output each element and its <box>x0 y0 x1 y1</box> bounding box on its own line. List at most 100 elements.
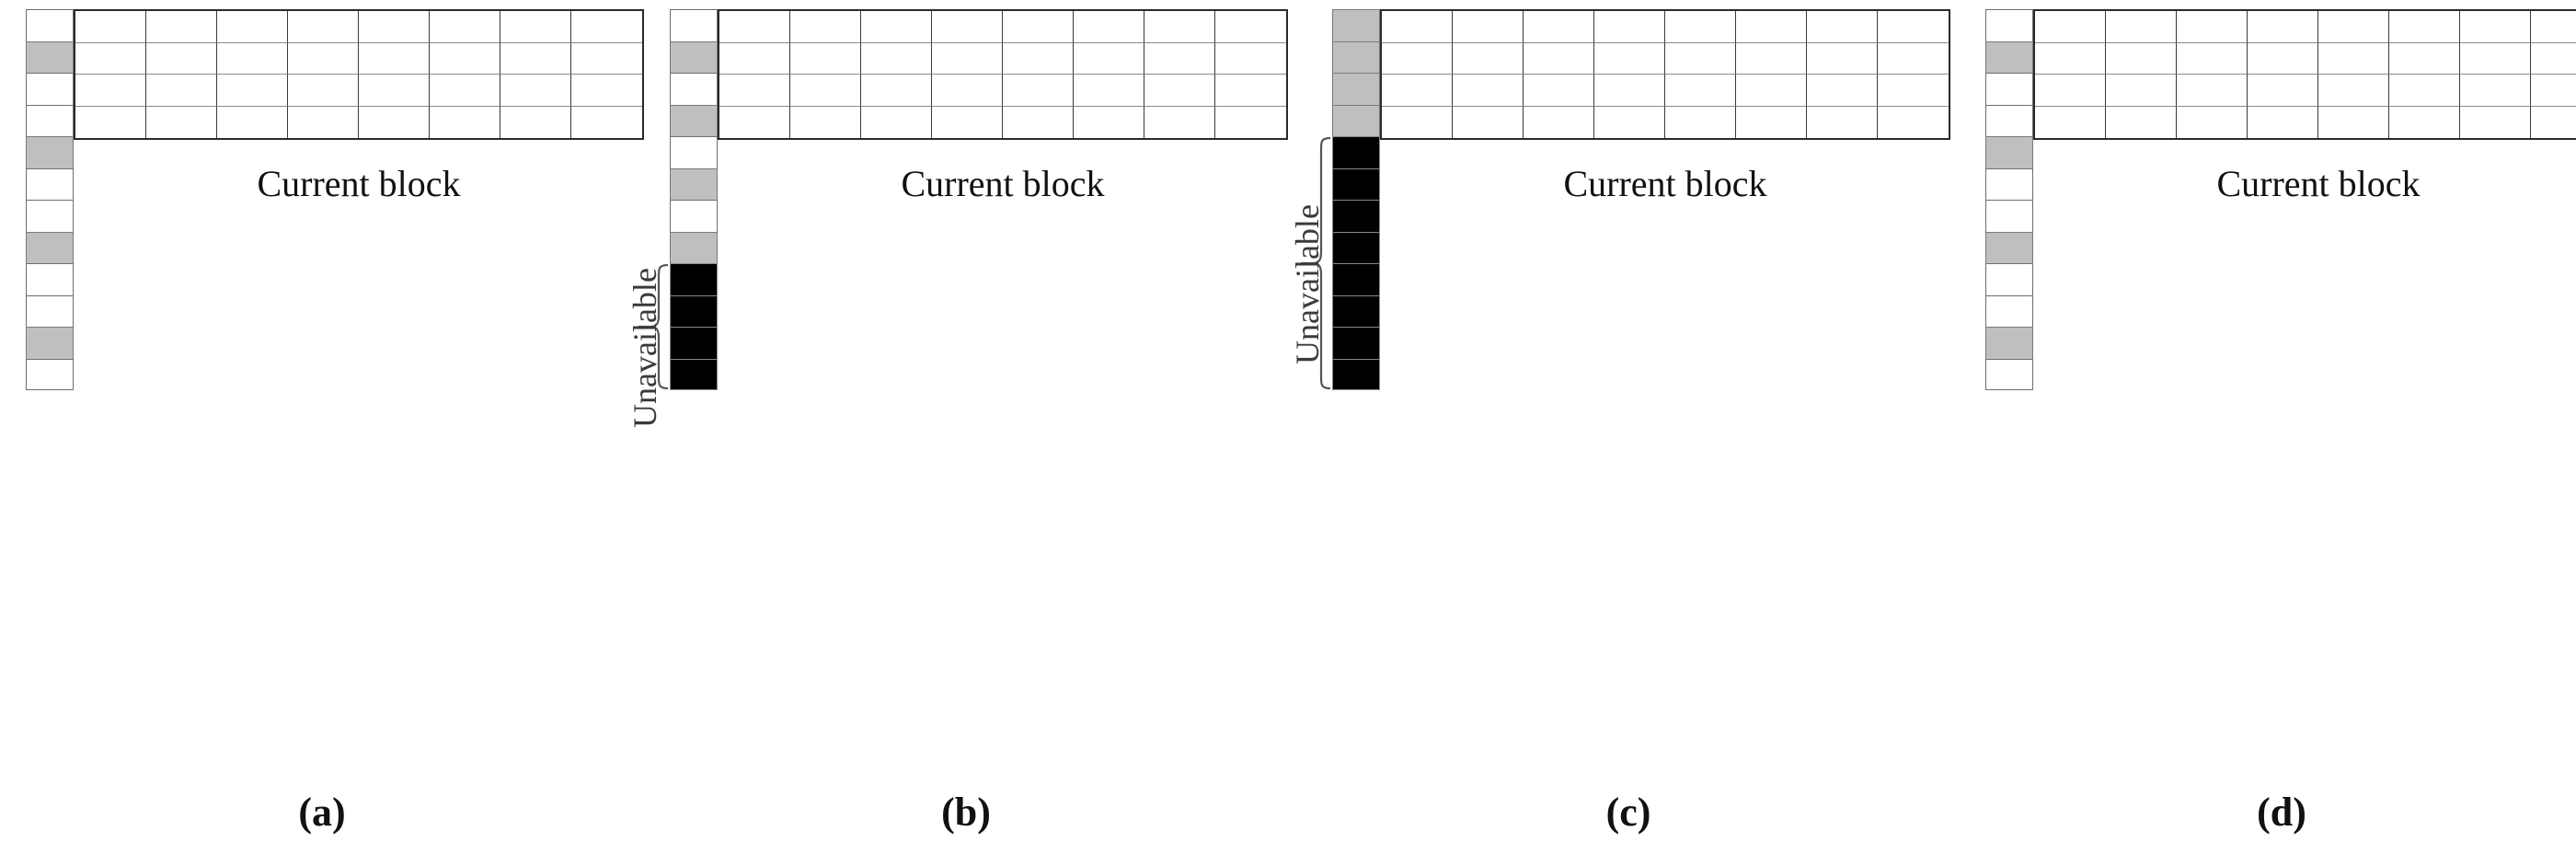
block-grid-cell[interactable] <box>2318 11 2389 43</box>
block-grid-cell[interactable] <box>1215 106 1286 138</box>
block-grid-cell[interactable] <box>932 75 1003 107</box>
block-grid-cell[interactable] <box>2389 106 2460 138</box>
block-grid-cell[interactable] <box>500 42 571 75</box>
block-grid-cell[interactable] <box>217 42 288 75</box>
column-cell-white[interactable] <box>1985 9 2033 41</box>
block-grid-cell[interactable] <box>1807 106 1878 138</box>
column-cell-white[interactable] <box>670 136 718 168</box>
column-cell-gray[interactable] <box>1985 231 2033 263</box>
block-grid-cell[interactable] <box>932 106 1003 138</box>
column-cell-white[interactable] <box>26 358 74 390</box>
column-cell-black[interactable] <box>1332 358 1380 390</box>
block-grid-cell[interactable] <box>571 106 642 138</box>
block-grid-cell[interactable] <box>75 75 146 107</box>
block-grid-cell[interactable] <box>146 11 217 43</box>
block-grid-cell[interactable] <box>288 42 359 75</box>
column-cell-white[interactable] <box>26 263 74 295</box>
column-cell-gray[interactable] <box>26 327 74 359</box>
block-grid-cell[interactable] <box>75 42 146 75</box>
block-grid-cell[interactable] <box>217 11 288 43</box>
block-grid-cell[interactable] <box>1736 106 1807 138</box>
block-grid-cell[interactable] <box>2248 75 2318 107</box>
block-grid-cell[interactable] <box>1665 11 1736 43</box>
block-grid-cell[interactable] <box>2389 11 2460 43</box>
block-grid-cell[interactable] <box>1453 106 1524 138</box>
column-cell-white[interactable] <box>670 73 718 105</box>
block-grid-cell[interactable] <box>2106 106 2177 138</box>
block-grid-cell[interactable] <box>146 106 217 138</box>
block-grid-cell[interactable] <box>1003 75 1074 107</box>
block-grid-cell[interactable] <box>288 106 359 138</box>
column-cell-white[interactable] <box>1985 73 2033 105</box>
block-grid-cell[interactable] <box>1003 42 1074 75</box>
block-grid-cell[interactable] <box>1524 106 1594 138</box>
block-grid-cell[interactable] <box>571 75 642 107</box>
block-grid-cell[interactable] <box>1736 75 1807 107</box>
column-cell-white[interactable] <box>26 200 74 232</box>
block-grid-cell[interactable] <box>2035 75 2106 107</box>
block-grid-cell[interactable] <box>2035 42 2106 75</box>
column-cell-white[interactable] <box>26 294 74 327</box>
block-grid-cell[interactable] <box>1382 42 1453 75</box>
block-grid-cell[interactable] <box>1144 11 1215 43</box>
column-cell-white[interactable] <box>26 167 74 200</box>
block-grid-cell[interactable] <box>430 106 500 138</box>
block-grid-cell[interactable] <box>1878 11 1949 43</box>
block-grid-cell[interactable] <box>2248 42 2318 75</box>
block-grid-cell[interactable] <box>932 11 1003 43</box>
block-grid-cell[interactable] <box>2106 11 2177 43</box>
block-grid-cell[interactable] <box>217 75 288 107</box>
block-grid-cell[interactable] <box>932 42 1003 75</box>
block-grid-cell[interactable] <box>2248 11 2318 43</box>
block-grid-cell[interactable] <box>2531 75 2576 107</box>
block-grid-cell[interactable] <box>2248 106 2318 138</box>
block-grid-cell[interactable] <box>2177 75 2248 107</box>
block-grid-cell[interactable] <box>1453 11 1524 43</box>
block-grid-cell[interactable] <box>790 106 861 138</box>
column-cell-gray[interactable] <box>1332 73 1380 105</box>
column-cell-gray[interactable] <box>670 231 718 263</box>
block-grid-cell[interactable] <box>1003 11 1074 43</box>
block-grid-cell[interactable] <box>719 11 790 43</box>
block-grid-cell[interactable] <box>2177 42 2248 75</box>
block-grid-cell[interactable] <box>75 106 146 138</box>
block-grid-cell[interactable] <box>2318 75 2389 107</box>
block-grid-cell[interactable] <box>2460 75 2531 107</box>
block-grid-cell[interactable] <box>1144 106 1215 138</box>
column-cell-gray[interactable] <box>670 40 718 73</box>
column-cell-black[interactable] <box>1332 136 1380 168</box>
column-cell-gray[interactable] <box>1332 9 1380 41</box>
block-grid-cell[interactable] <box>288 11 359 43</box>
column-cell-gray[interactable] <box>26 136 74 168</box>
column-cell-gray[interactable] <box>1985 136 2033 168</box>
block-grid-cell[interactable] <box>861 11 932 43</box>
block-grid-cell[interactable] <box>2318 42 2389 75</box>
block-grid-cell[interactable] <box>1736 42 1807 75</box>
column-cell-white[interactable] <box>670 200 718 232</box>
block-grid-cell[interactable] <box>430 75 500 107</box>
block-grid-cell[interactable] <box>2460 42 2531 75</box>
block-grid-cell[interactable] <box>719 42 790 75</box>
column-cell-gray[interactable] <box>1985 40 2033 73</box>
block-grid-cell[interactable] <box>500 75 571 107</box>
block-grid-cell[interactable] <box>1878 75 1949 107</box>
block-grid-cell[interactable] <box>359 75 430 107</box>
block-grid-cell[interactable] <box>1665 75 1736 107</box>
block-grid-cell[interactable] <box>1215 11 1286 43</box>
column-cell-white[interactable] <box>1985 200 2033 232</box>
column-cell-white[interactable] <box>1985 358 2033 390</box>
block-grid-cell[interactable] <box>1524 42 1594 75</box>
block-grid-cell[interactable] <box>2318 106 2389 138</box>
block-grid-cell[interactable] <box>2035 106 2106 138</box>
column-cell-black[interactable] <box>1332 294 1380 327</box>
block-grid-cell[interactable] <box>500 11 571 43</box>
column-cell-gray[interactable] <box>26 231 74 263</box>
block-grid-cell[interactable] <box>217 106 288 138</box>
column-cell-gray[interactable] <box>1985 327 2033 359</box>
column-cell-white[interactable] <box>26 9 74 41</box>
column-cell-white[interactable] <box>1985 104 2033 136</box>
block-grid-cell[interactable] <box>2460 106 2531 138</box>
column-cell-black[interactable] <box>670 327 718 359</box>
block-grid-cell[interactable] <box>861 106 932 138</box>
block-grid-cell[interactable] <box>1453 42 1524 75</box>
